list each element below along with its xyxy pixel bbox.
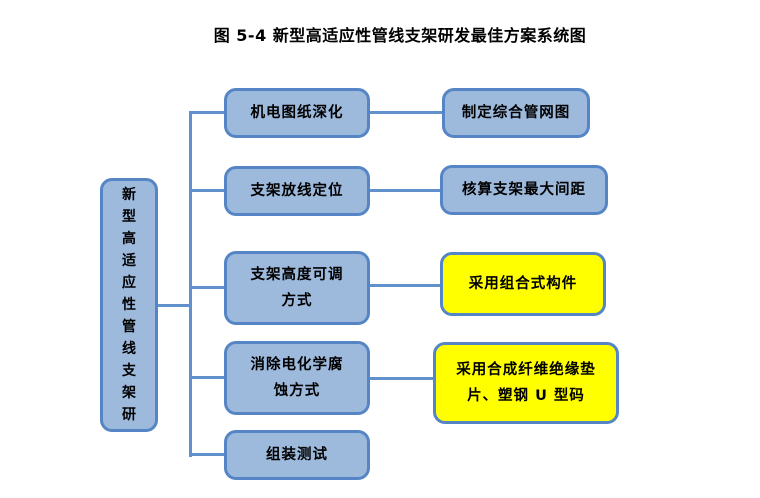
- connector-step-3-to-result-3: [368, 284, 442, 287]
- step-node-5: 组装测试: [224, 430, 370, 480]
- connector-step-1-to-result-1: [368, 111, 444, 114]
- result-node-4-highlighted: 采用合成纤维绝缘垫 片、塑钢 U 型码: [433, 342, 619, 424]
- diagram-title: 图 5-4 新型高适应性管线支架研发最佳方案系统图: [213, 26, 587, 45]
- step-node-3: 支架高度可调 方式: [224, 251, 370, 325]
- root-node: 新型高适应性管线支架研: [100, 178, 158, 432]
- connector-spine: [189, 111, 192, 457]
- connector-spine-to-step-2: [191, 189, 224, 192]
- root-node-label: 新型高适应性管线支架研: [122, 187, 136, 423]
- step-node-4: 消除电化学腐 蚀方式: [224, 341, 370, 415]
- result-node-3-highlighted: 采用组合式构件: [440, 252, 606, 316]
- step-node-2: 支架放线定位: [224, 166, 370, 216]
- connector-spine-to-step-4: [191, 376, 224, 379]
- connector-spine-to-step-3: [191, 286, 224, 289]
- connector-step-4-to-result-4: [368, 377, 435, 380]
- connector-root-to-spine: [156, 304, 192, 307]
- connector-spine-to-step-1: [191, 111, 224, 114]
- result-node-2: 核算支架最大间距: [440, 165, 608, 215]
- result-node-1: 制定综合管网图: [442, 88, 590, 138]
- step-node-1: 机电图纸深化: [224, 88, 370, 138]
- connector-step-2-to-result-2: [368, 189, 442, 192]
- connector-spine-to-step-5: [191, 453, 224, 456]
